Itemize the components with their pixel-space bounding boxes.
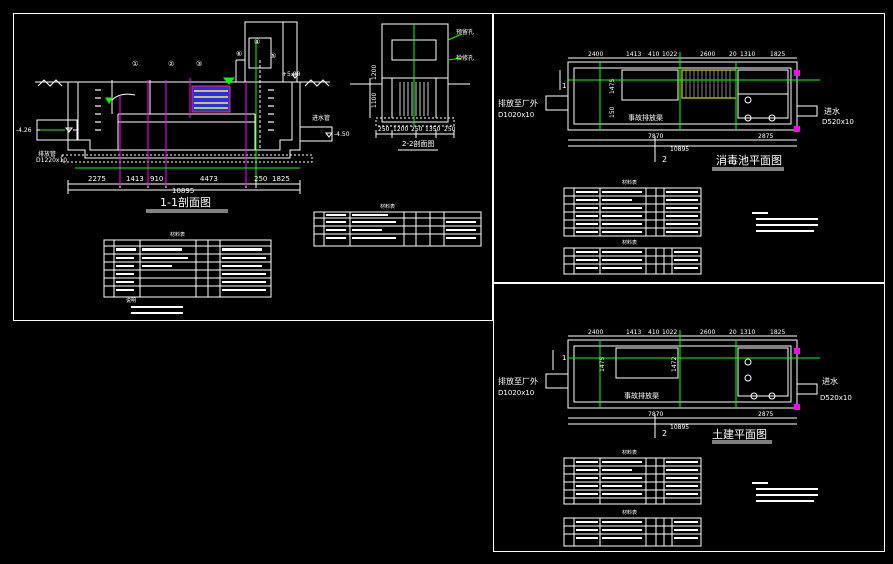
table-content-bars	[116, 191, 818, 539]
plan-disinfect-dim-4: 1022	[662, 51, 677, 58]
section-2-2-note-mid: 检修孔	[456, 54, 474, 62]
text-labels: 1-1剖面图 2275 1413 910 4473 250 1825 10895…	[16, 28, 854, 516]
section-1-1	[35, 21, 333, 213]
section-2-2-title: 2-2剖面图	[402, 139, 434, 148]
table-5-title: 材料表	[622, 449, 637, 456]
notes-title: 说明	[126, 297, 136, 304]
material-tables	[103, 187, 702, 547]
plan-civil-title: 土建平面图	[712, 427, 767, 441]
plan-disinfect-dim-8: 1825	[770, 51, 785, 58]
plan-disinfect-inlet-left: 排放至厂外	[498, 98, 538, 108]
section-2-2-dim-3: 250	[411, 126, 423, 133]
section-2-2-vdim-1: 1200	[371, 65, 378, 80]
section-2-2-dim-2: 1200	[393, 126, 408, 133]
section-1-1-total: 10895	[172, 187, 194, 195]
plan-civil-cut-top: 1	[562, 354, 566, 362]
section-1-1-dim-5: 250	[254, 175, 267, 183]
table-4-title: 材料表	[622, 239, 637, 246]
plan-disinfect-total: 10895	[670, 146, 689, 153]
section-1-1-level-top: +5.00	[282, 71, 301, 78]
plan-disinfect-room: 事故排放渠	[628, 113, 663, 122]
section-2-2-note-top: 预留孔	[456, 28, 474, 36]
plan-civil-dim-2: 1413	[626, 329, 641, 336]
plan-disinfect-title: 消毒池平面图	[716, 153, 782, 167]
section-2-2-dim-4: 1350	[425, 126, 440, 133]
section-1-1-title: 1-1剖面图	[160, 195, 211, 209]
plan-disinfect-cut-top: 1	[562, 82, 566, 90]
section-1-1-marker-3: ③	[196, 60, 202, 68]
plan-civil-inlet-left: 排放至厂外	[498, 376, 538, 386]
plan-civil-dim-6: 20	[729, 329, 737, 336]
plan-civil-dim-4: 1022	[662, 329, 677, 336]
plan-disinfect-color	[568, 52, 820, 132]
section-1-1-marker-6: ⑥	[236, 50, 242, 58]
section-1-1-level-left: -4.26	[16, 127, 32, 134]
plan-disinfect-dim-7: 1310	[740, 51, 755, 58]
plan-disinfect-cut-bottom: 2	[662, 155, 667, 164]
plan-civil-dim-bottom-2: 2875	[758, 411, 773, 418]
section-1-1-level-right: -4.50	[334, 131, 350, 138]
plan-civil-cut-bottom: 2	[662, 429, 667, 438]
plan-civil-room: 事故排放渠	[624, 391, 659, 400]
plan-civil-vdim-1: 1475	[599, 357, 606, 372]
plan-civil-dim-bottom-1: 7870	[648, 411, 663, 418]
plan-civil-dim-8: 1825	[770, 329, 785, 336]
section-1-1-marker-2: ②	[168, 60, 174, 68]
plan-disinfect-vdim-1: 1475	[609, 79, 616, 94]
section-2-2-vdim-2: 1100	[371, 93, 378, 108]
plan-civil-dim-1: 2400	[588, 329, 603, 336]
section-1-1-dim-6: 1825	[272, 175, 290, 183]
section-1-1-pipe-left-top: 排放管	[38, 150, 56, 158]
plan-disinfect-dim-bottom-1: 7870	[648, 133, 663, 140]
plan-disinfect-dim-bottom-2: 2875	[758, 133, 773, 140]
plan-civil-inlet-right: 进水	[822, 376, 838, 386]
plan-civil-dim-3: 410	[648, 329, 660, 336]
frame-section-viewport[interactable]	[13, 13, 493, 321]
table-2-title: 材料表	[380, 203, 395, 210]
plan-disinfect-vdim-2: 150	[609, 106, 616, 118]
section-1-1-marker-5: ⑤	[270, 52, 276, 60]
frame-disinfect-plan-viewport[interactable]	[493, 13, 885, 283]
plan-civil-inlet-left-pipe: D1020x10	[498, 389, 534, 397]
plan-disinfect-inlet-right-pipe: D520x10	[822, 118, 854, 126]
section-1-1-dim-3: 910	[150, 175, 163, 183]
section-1-1-inlet-label: 进水管	[312, 114, 330, 122]
section-1-1-dim-4: 4473	[200, 175, 218, 183]
section-1-1-dim-1: 2275	[88, 175, 106, 183]
plan-disinfect-inlet-left-pipe: D1020x10	[498, 111, 534, 119]
plan-civil-vdim-2: 1472	[671, 357, 678, 372]
section-1-1-pipe-left: D1220x10	[36, 157, 67, 164]
plan-civil-dim-5: 2600	[700, 329, 715, 336]
section-1-1-marker-4: ④	[254, 38, 260, 46]
plan-civil-inlet-right-pipe: D520x10	[820, 394, 852, 402]
section-1-1-color-details	[40, 40, 300, 186]
table-1-title: 材料表	[170, 231, 185, 238]
plan-disinfect-dim-1: 2400	[588, 51, 603, 58]
section-2-2-dim-1: 250	[378, 126, 390, 133]
plan-civil-dim-7: 1310	[740, 329, 755, 336]
plan-disinfect-dim-5: 2600	[700, 51, 715, 58]
plan-disinfect	[545, 57, 818, 171]
plan-disinfect-dim-6: 20	[729, 51, 737, 58]
plan-disinfect-dim-2: 1413	[626, 51, 641, 58]
section-2-2-dim-5: 250	[444, 126, 456, 133]
frame-civil-plan-viewport[interactable]	[493, 283, 885, 552]
plan-disinfect-inlet-right: 进水	[824, 106, 840, 116]
plan-civil	[545, 335, 818, 444]
section-2-2-color-details	[413, 24, 463, 126]
plan-civil-color	[568, 330, 820, 410]
plan-disinfect-dim-3: 410	[648, 51, 660, 58]
table-3-title: 材料表	[622, 179, 637, 186]
table-6-title: 材料表	[622, 509, 637, 516]
section-1-1-dim-2: 1413	[126, 175, 144, 183]
section-1-1-marker-1: ①	[132, 60, 138, 68]
plan-civil-total: 10895	[670, 424, 689, 431]
